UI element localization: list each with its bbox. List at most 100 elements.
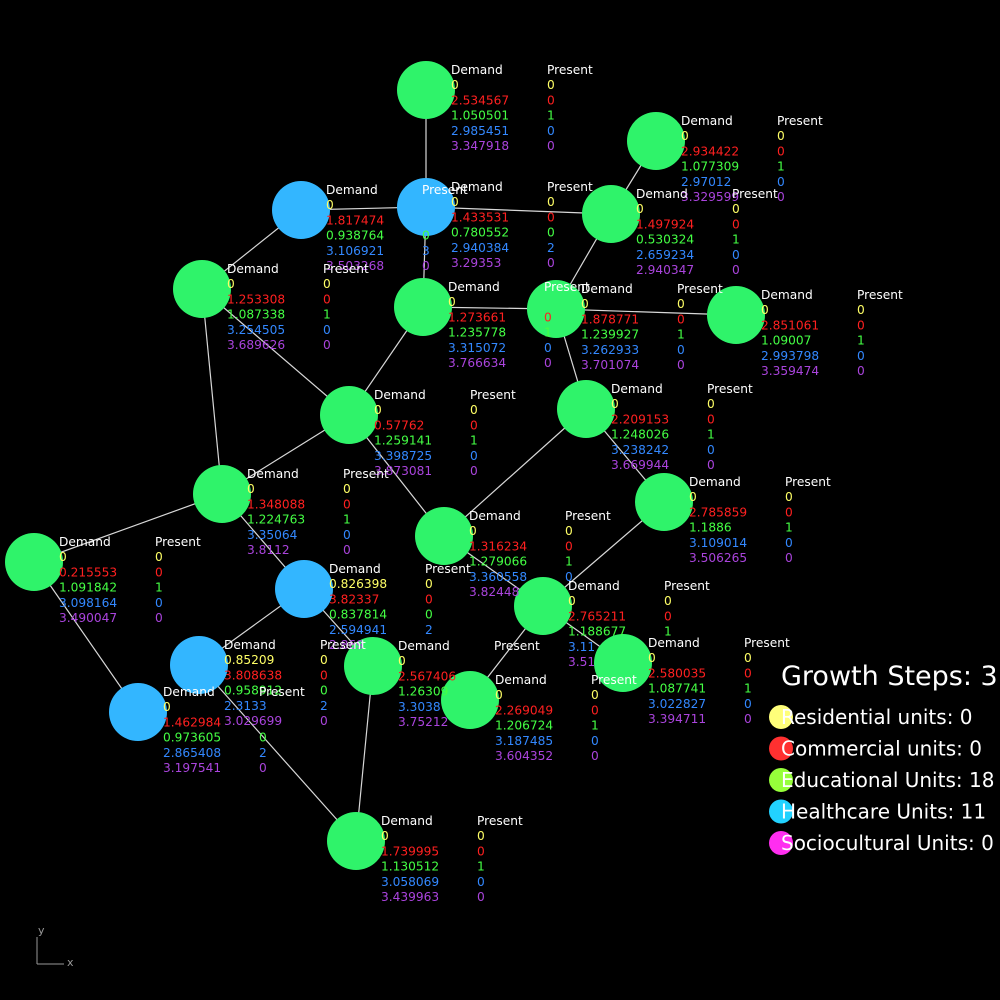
demand-header: Demand [398, 639, 450, 653]
demand-value: 2.940347 [636, 263, 694, 277]
demand-value: 2.993798 [761, 349, 819, 363]
demand-value: 3.701074 [581, 358, 639, 372]
healthcare-node-21[interactable] [109, 683, 167, 741]
present-value: 1 [565, 555, 573, 569]
present-value: 0 [591, 703, 599, 717]
demand-value: 1.739995 [381, 844, 439, 858]
educational-node-4[interactable] [582, 185, 640, 243]
educational-node-11[interactable] [193, 465, 251, 523]
present-value: 0 [707, 397, 715, 411]
demand-value: 3.315072 [448, 341, 506, 355]
educational-node-16[interactable] [514, 577, 572, 635]
demand-value: 2.3133 [224, 699, 267, 713]
present-value: 0 [591, 734, 599, 748]
educational-node-19[interactable] [594, 634, 652, 692]
educational-node-6[interactable] [394, 278, 452, 336]
present-value: 0 [565, 570, 573, 584]
present-value: 1 [470, 434, 478, 448]
demand-header: Demand [648, 636, 700, 650]
present-value: 0 [343, 543, 351, 557]
demand-value: 1.433531 [451, 210, 509, 224]
educational-node-22[interactable] [327, 812, 385, 870]
demand-value: 2.785859 [689, 505, 747, 519]
edge-3-4 [425, 206, 612, 215]
educational-node-14[interactable] [5, 533, 63, 591]
present-value: 0 [547, 124, 555, 138]
demand-value: 2.865408 [163, 746, 221, 760]
present-value: 1 [323, 308, 331, 322]
healthcare-node-3[interactable] [397, 178, 455, 236]
present-value: 0 [343, 482, 351, 496]
demand-value: 1.235778 [448, 326, 506, 340]
demand-value: 1.878771 [581, 312, 639, 326]
demand-value: 3.689626 [227, 338, 285, 352]
demand-header: Demand [59, 535, 111, 549]
educational-node-7[interactable] [527, 280, 585, 338]
demand-value: 1.077309 [681, 160, 739, 174]
present-header: Present [494, 639, 540, 653]
present-value: 0 [744, 712, 752, 726]
present-value: 0 [547, 139, 555, 153]
demand-value: 3.82337 [329, 592, 379, 606]
present-value: 0 [470, 418, 478, 432]
demand-value: 0 [568, 594, 576, 608]
educational-node-10[interactable] [557, 380, 615, 438]
legend-swatch [769, 736, 793, 761]
present-value: 0 [155, 565, 163, 579]
demand-value: 3.262933 [581, 343, 639, 357]
educational-node-9[interactable] [320, 386, 378, 444]
present-header: Present [155, 535, 201, 549]
demand-value: 3.238242 [611, 443, 669, 457]
present-value: 1 [343, 513, 351, 527]
demand-value: 0 [227, 277, 235, 291]
demand-value: 2.534567 [451, 93, 509, 107]
demand-value: 0 [451, 195, 459, 209]
present-header: Present [425, 562, 471, 576]
present-value: 0 [477, 844, 485, 858]
present-value: 1 [744, 682, 752, 696]
demand-header: Demand [689, 475, 741, 489]
healthcare-node-15[interactable] [275, 560, 333, 618]
present-value: 0 [425, 577, 433, 591]
edge-5-9 [201, 288, 350, 416]
educational-node-0[interactable] [397, 61, 455, 119]
demand-header: Demand [374, 388, 426, 402]
educational-node-5[interactable] [173, 260, 231, 318]
present-value: 0 [785, 490, 793, 504]
present-value: 0 [857, 349, 865, 363]
demand-value: 1.253308 [227, 292, 285, 306]
educational-node-12[interactable] [635, 473, 693, 531]
demand-header: Demand [451, 180, 503, 194]
educational-node-8[interactable] [707, 286, 765, 344]
healthcare-node-2[interactable] [272, 181, 330, 239]
educational-node-20[interactable] [441, 671, 499, 729]
demand-value: 0.57762 [374, 418, 424, 432]
educational-node-1[interactable] [627, 112, 685, 170]
demand-value: 3.360558 [469, 570, 527, 584]
demand-value: 0.530324 [636, 233, 694, 247]
demand-value: 3.398725 [374, 449, 432, 463]
demand-value: 0.973605 [163, 731, 221, 745]
demand-header: Demand [247, 467, 299, 481]
present-value: 2 [259, 746, 267, 760]
demand-value: 3.439963 [381, 890, 439, 904]
healthcare-node-17[interactable] [170, 636, 228, 694]
demand-value: 0 [681, 129, 689, 143]
demand-value: 3.51 [568, 655, 595, 669]
present-value: 0 [259, 731, 267, 745]
present-value: 1 [677, 328, 685, 342]
present-value: 1 [857, 334, 865, 348]
demand-value: 0.215553 [59, 565, 117, 579]
demand-value: 3.503268 [326, 259, 384, 273]
present-value: 0 [544, 310, 552, 324]
educational-node-18[interactable] [344, 637, 402, 695]
demand-value: 3.11 [568, 640, 595, 654]
educational-node-13[interactable] [415, 507, 473, 565]
legend-item: Healthcare Units: 11 [769, 799, 986, 824]
